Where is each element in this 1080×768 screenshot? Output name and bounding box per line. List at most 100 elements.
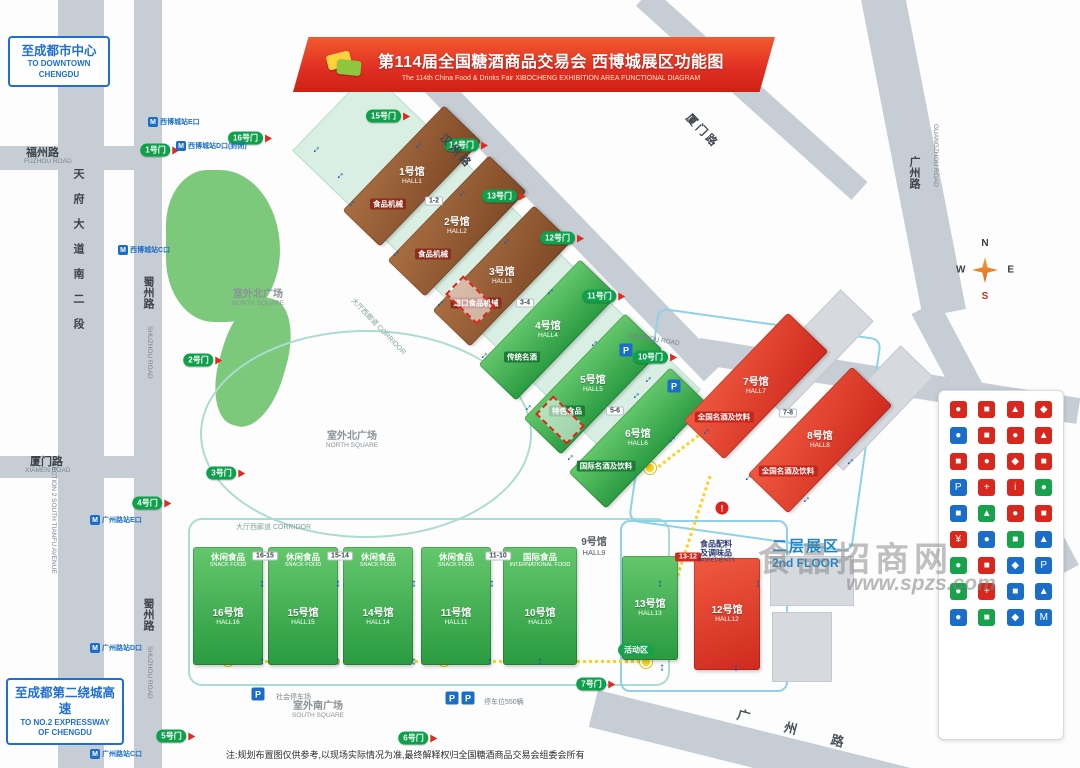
legend-icon: ■ [1006,583,1024,600]
gate-label: 13号门 [482,189,517,203]
parking-icon: P [461,691,475,705]
hall-category-tag: 食品机械 [415,248,451,260]
gate-11号门: 11号门 [582,289,626,303]
flow-arrow-icon: ↕ [259,655,265,668]
legend-icon: ● [1006,505,1024,522]
gate-arrow-icon [264,134,272,142]
fair-logo-icon [325,50,367,79]
metro-icon: M [176,141,186,151]
metro-icon: M [90,515,100,525]
hall-connector: 15-14 [327,551,353,561]
hall-connector: 3-4 [515,298,535,308]
gate-label: 2号门 [183,353,214,367]
public-parking-label: 社会停车场 [276,694,311,701]
road-xiamen-ne-zh: 厦 门 路 [683,112,720,149]
gate-arrow-icon [188,732,196,740]
gate-arrow-icon [618,292,626,300]
gate-15号门: 15号门 [366,109,410,123]
gate-12号门: 12号门 [540,231,584,245]
hall-connector: 16-15 [252,551,278,561]
road-xiamen-zh: 厦门路 [30,456,63,468]
legend-icon: ● [949,427,967,444]
gate-arrow-icon [576,234,584,242]
metro-icon: M [90,749,100,759]
gate-label: 14号门 [444,138,479,152]
road-fuzhou [0,146,162,170]
hall-connector: 13-12 [675,552,701,562]
legend-icon: ■ [978,609,996,626]
legend-icon: ■ [1035,453,1053,470]
flow-arrow-icon: ↕ [411,655,417,668]
legend-icon: + [978,479,996,496]
alert-icon: ! [715,501,729,515]
flow-arrow-icon: ↕ [657,577,663,590]
gate-4号门: 4号门 [132,496,172,510]
gate-label: 7号门 [576,677,607,691]
activity-area-label: 活动区 [618,643,654,657]
gate-label: 3号门 [206,466,237,480]
gate-arrow-icon [215,356,223,364]
flow-arrow-icon: ↕ [659,661,665,674]
compass-w: W [956,264,966,276]
gate-arrow-icon [518,192,526,200]
building [770,556,854,606]
direction-en: CHENGDU [38,69,80,79]
road-fuzhou-zh: 福州路 [26,147,59,159]
metro-icon: M [90,643,100,653]
legend-icon: ¥ [949,531,967,548]
legend-icon: P [949,479,967,496]
legend-icon: ■ [978,427,996,444]
compass-s: S [981,291,989,302]
gate-label: 15号门 [366,109,401,123]
metro-icon: M [148,117,158,127]
gate-1号门: 1号门 [140,143,180,157]
legend-icon: ● [978,531,996,548]
hall-connector: 1-2 [424,196,444,206]
parking-count-label: 停车位550辆 [484,699,524,706]
legend-icon: ● [949,609,967,626]
compass: N W E S [956,238,1014,302]
gate-16号门: 16号门 [228,131,272,145]
road-xiamen-en: XIAMEN ROAD [25,467,71,474]
flow-arrow-icon: ↕ [487,655,493,668]
flow-arrow-icon: ↕ [310,143,323,156]
legend-icon: ◆ [1035,401,1053,418]
legend-icon: ◆ [1006,609,1024,626]
gate-10号门: 10号门 [633,350,677,364]
compass-e: E [1007,264,1014,276]
hall-connector: 11-10 [485,551,511,561]
legend-icon: i [1006,479,1024,496]
metro-icon: M [118,245,128,255]
legend-icon: ■ [978,401,996,418]
compass-n: N [981,238,989,249]
parking-icon: P [619,343,633,357]
legend-panel: ●■▲◆●■●▲■●◆■P+i●■▲●■¥●■▲●■◆P●+■▲●■◆M [938,390,1064,740]
legend-icon: ● [1006,427,1024,444]
parking-icon: P [251,687,265,701]
road-tianfu-zh: 天府大道南二段 [72,168,84,343]
gate-5号门: 5号门 [156,729,196,743]
direction-zh: 至成都市中心 [21,44,97,58]
building [772,612,832,682]
direction-en: TO NO.2 EXPRESSWAY [20,717,110,727]
compass-star-icon [972,257,998,283]
